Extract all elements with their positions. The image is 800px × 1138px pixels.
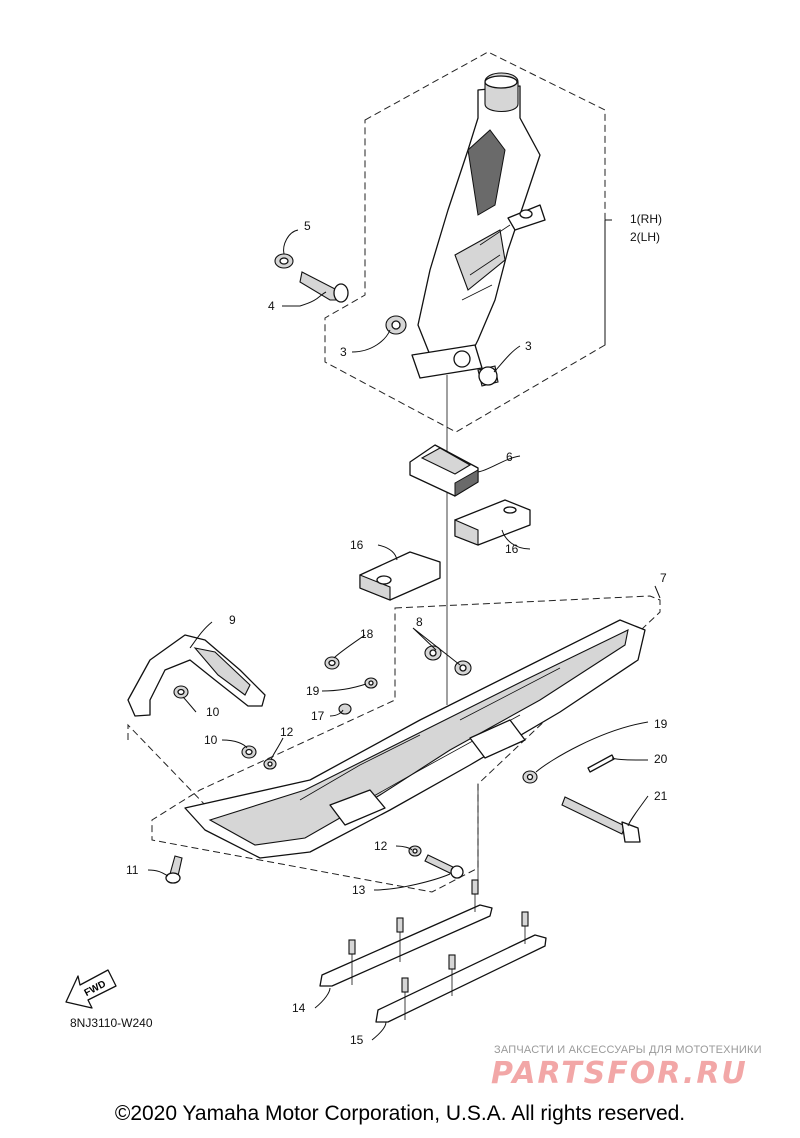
callout-12-upper: 12 xyxy=(280,725,294,739)
bolt-13[interactable] xyxy=(424,854,464,879)
washer-19-lower[interactable] xyxy=(522,770,538,784)
nut-8-left[interactable] xyxy=(424,645,442,661)
callout-7: 7 xyxy=(660,571,667,585)
callout-2: 2(LH) xyxy=(630,230,660,244)
callout-6: 6 xyxy=(506,450,513,464)
callout-19-upper: 19 xyxy=(306,684,320,698)
callout-15: 15 xyxy=(350,1033,364,1047)
callout-19-lower: 19 xyxy=(654,717,668,731)
ski-assembly-boundary xyxy=(151,595,661,893)
callout-16-right: 16 xyxy=(505,542,519,556)
wear-block-16-left[interactable] xyxy=(359,551,441,601)
runner-15[interactable] xyxy=(375,911,547,1023)
watermark-logo: PARTSFOR.RU xyxy=(491,1056,748,1091)
washer-12-lower[interactable] xyxy=(408,845,422,857)
callout-17: 17 xyxy=(311,709,325,723)
nut-18[interactable] xyxy=(324,656,340,670)
callout-10-upper: 10 xyxy=(206,705,220,719)
handle-group-boundary xyxy=(127,723,233,809)
runner-14[interactable] xyxy=(319,879,493,987)
nut-10-upper[interactable] xyxy=(173,685,189,699)
callout-21: 21 xyxy=(654,789,668,803)
callout-16-left: 16 xyxy=(350,538,364,552)
callout-11: 11 xyxy=(126,863,139,877)
callout-5: 5 xyxy=(304,219,311,233)
callout-20: 20 xyxy=(654,752,668,766)
ski-spindle[interactable] xyxy=(411,72,546,379)
watermark-tagline: ЗАПЧАСТИ И АКСЕССУАРЫ ДЛЯ МОТОТЕХНИКИ xyxy=(494,1044,762,1056)
wear-block-16-right[interactable] xyxy=(454,499,531,546)
copyright-notice: ©2020 Yamaha Motor Corporation, U.S.A. A… xyxy=(114,1102,686,1125)
collar-4[interactable] xyxy=(299,271,349,303)
bolt-11[interactable] xyxy=(165,855,183,884)
bushing-3-left[interactable] xyxy=(385,315,407,335)
callout-14: 14 xyxy=(292,1001,306,1015)
fwd-arrow-icon: FWD xyxy=(65,969,117,1009)
nut-10-lower[interactable] xyxy=(241,745,257,759)
callout-10-lower: 10 xyxy=(204,733,218,747)
washer-12-upper[interactable] xyxy=(263,758,277,770)
callout-3-left: 3 xyxy=(340,345,347,359)
ski-handle-9[interactable] xyxy=(127,634,266,717)
callout-18: 18 xyxy=(360,627,374,641)
callout-3-right: 3 xyxy=(525,339,532,353)
ski-7[interactable] xyxy=(184,619,646,859)
callout-12-lower: 12 xyxy=(374,839,388,853)
washer-19-upper[interactable] xyxy=(364,677,378,689)
diagram-code: 8NJ3110-W240 xyxy=(70,1016,153,1030)
washer-5[interactable] xyxy=(274,253,294,269)
cotter-pin-20[interactable] xyxy=(587,754,615,773)
callout-1: 1(RH) xyxy=(630,212,662,226)
bushing-3-right[interactable] xyxy=(477,365,499,387)
callout-13: 13 xyxy=(352,883,366,897)
callout-9: 9 xyxy=(229,613,236,627)
exploded-parts-diagram: FWD 1(RH) 2(LH) 5 4 3 3 6 16 16 7 9 8 18… xyxy=(65,51,668,1047)
bolt-21[interactable] xyxy=(561,796,641,843)
callout-8: 8 xyxy=(416,615,423,629)
callout-4: 4 xyxy=(268,299,275,313)
bracket-6[interactable] xyxy=(409,444,479,497)
